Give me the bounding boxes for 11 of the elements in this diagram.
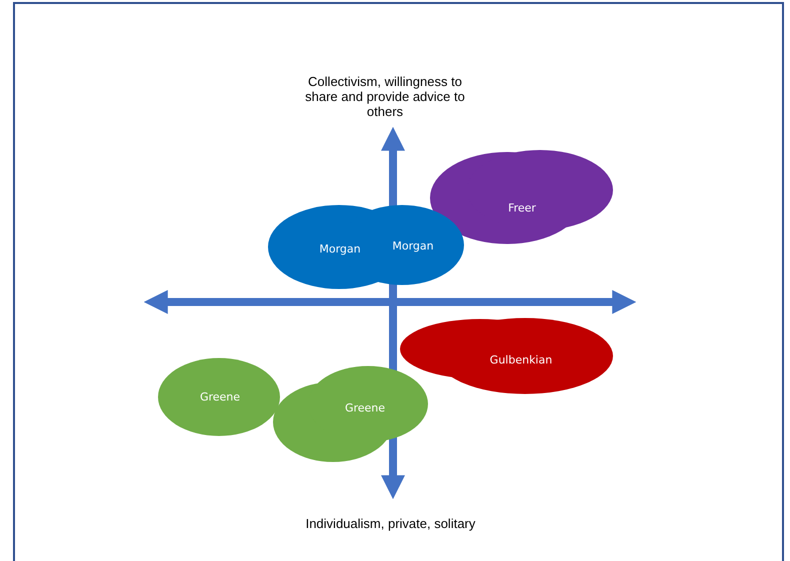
- blob-label: Freer: [508, 202, 536, 214]
- cluster-blob: [273, 366, 428, 463]
- blob-label: Greene: [200, 390, 240, 404]
- blob-label: Morgan: [392, 240, 434, 252]
- blob-label: Gulbenkian: [490, 354, 552, 366]
- axis-title: Individualism, private, solitary: [304, 516, 476, 531]
- cluster-blob: [268, 203, 465, 290]
- blob-label: Morgan: [319, 242, 361, 256]
- blob-label: Greene: [344, 402, 386, 414]
- cluster-blob: [158, 357, 281, 437]
- axis-title: Collectivism, willingness to share and provide advice to others: [304, 74, 466, 119]
